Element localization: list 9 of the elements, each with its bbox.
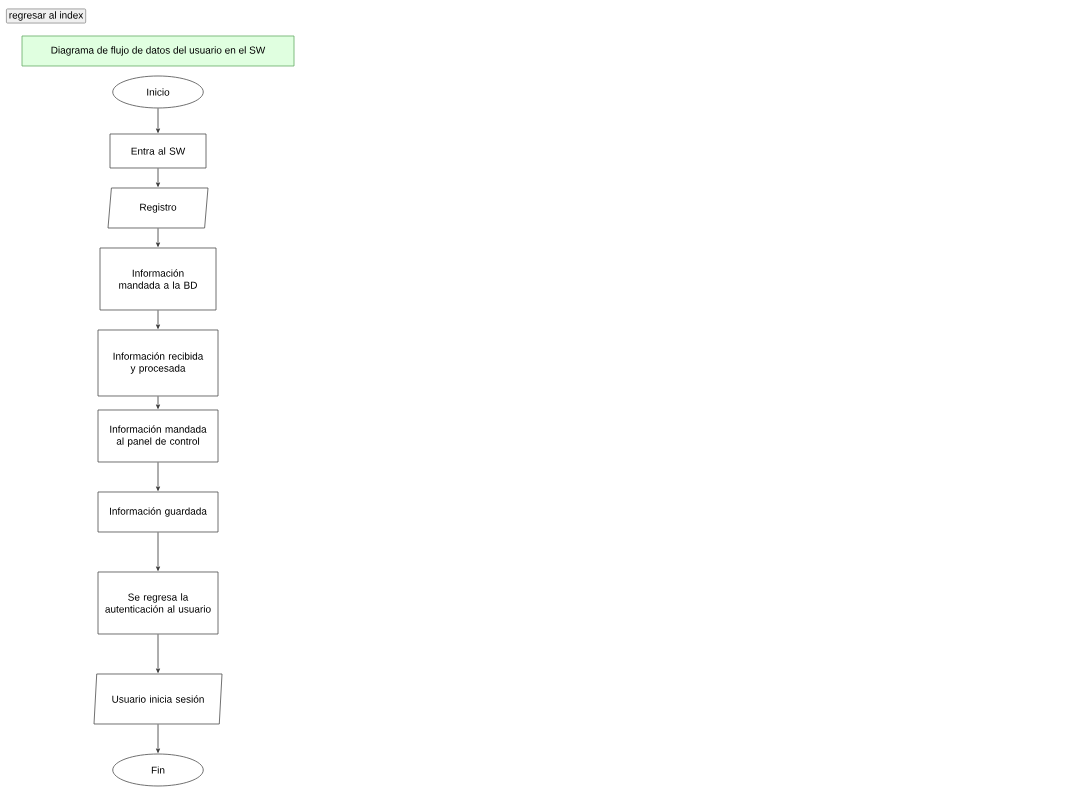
- arrow: [156, 724, 160, 753]
- arrow: [156, 634, 160, 673]
- arrow: [156, 228, 160, 247]
- arrow: [156, 108, 160, 133]
- arrow: [156, 168, 160, 187]
- arrow: [156, 462, 160, 491]
- arrow: [156, 396, 160, 409]
- arrow: [156, 532, 160, 571]
- arrow: [156, 310, 160, 329]
